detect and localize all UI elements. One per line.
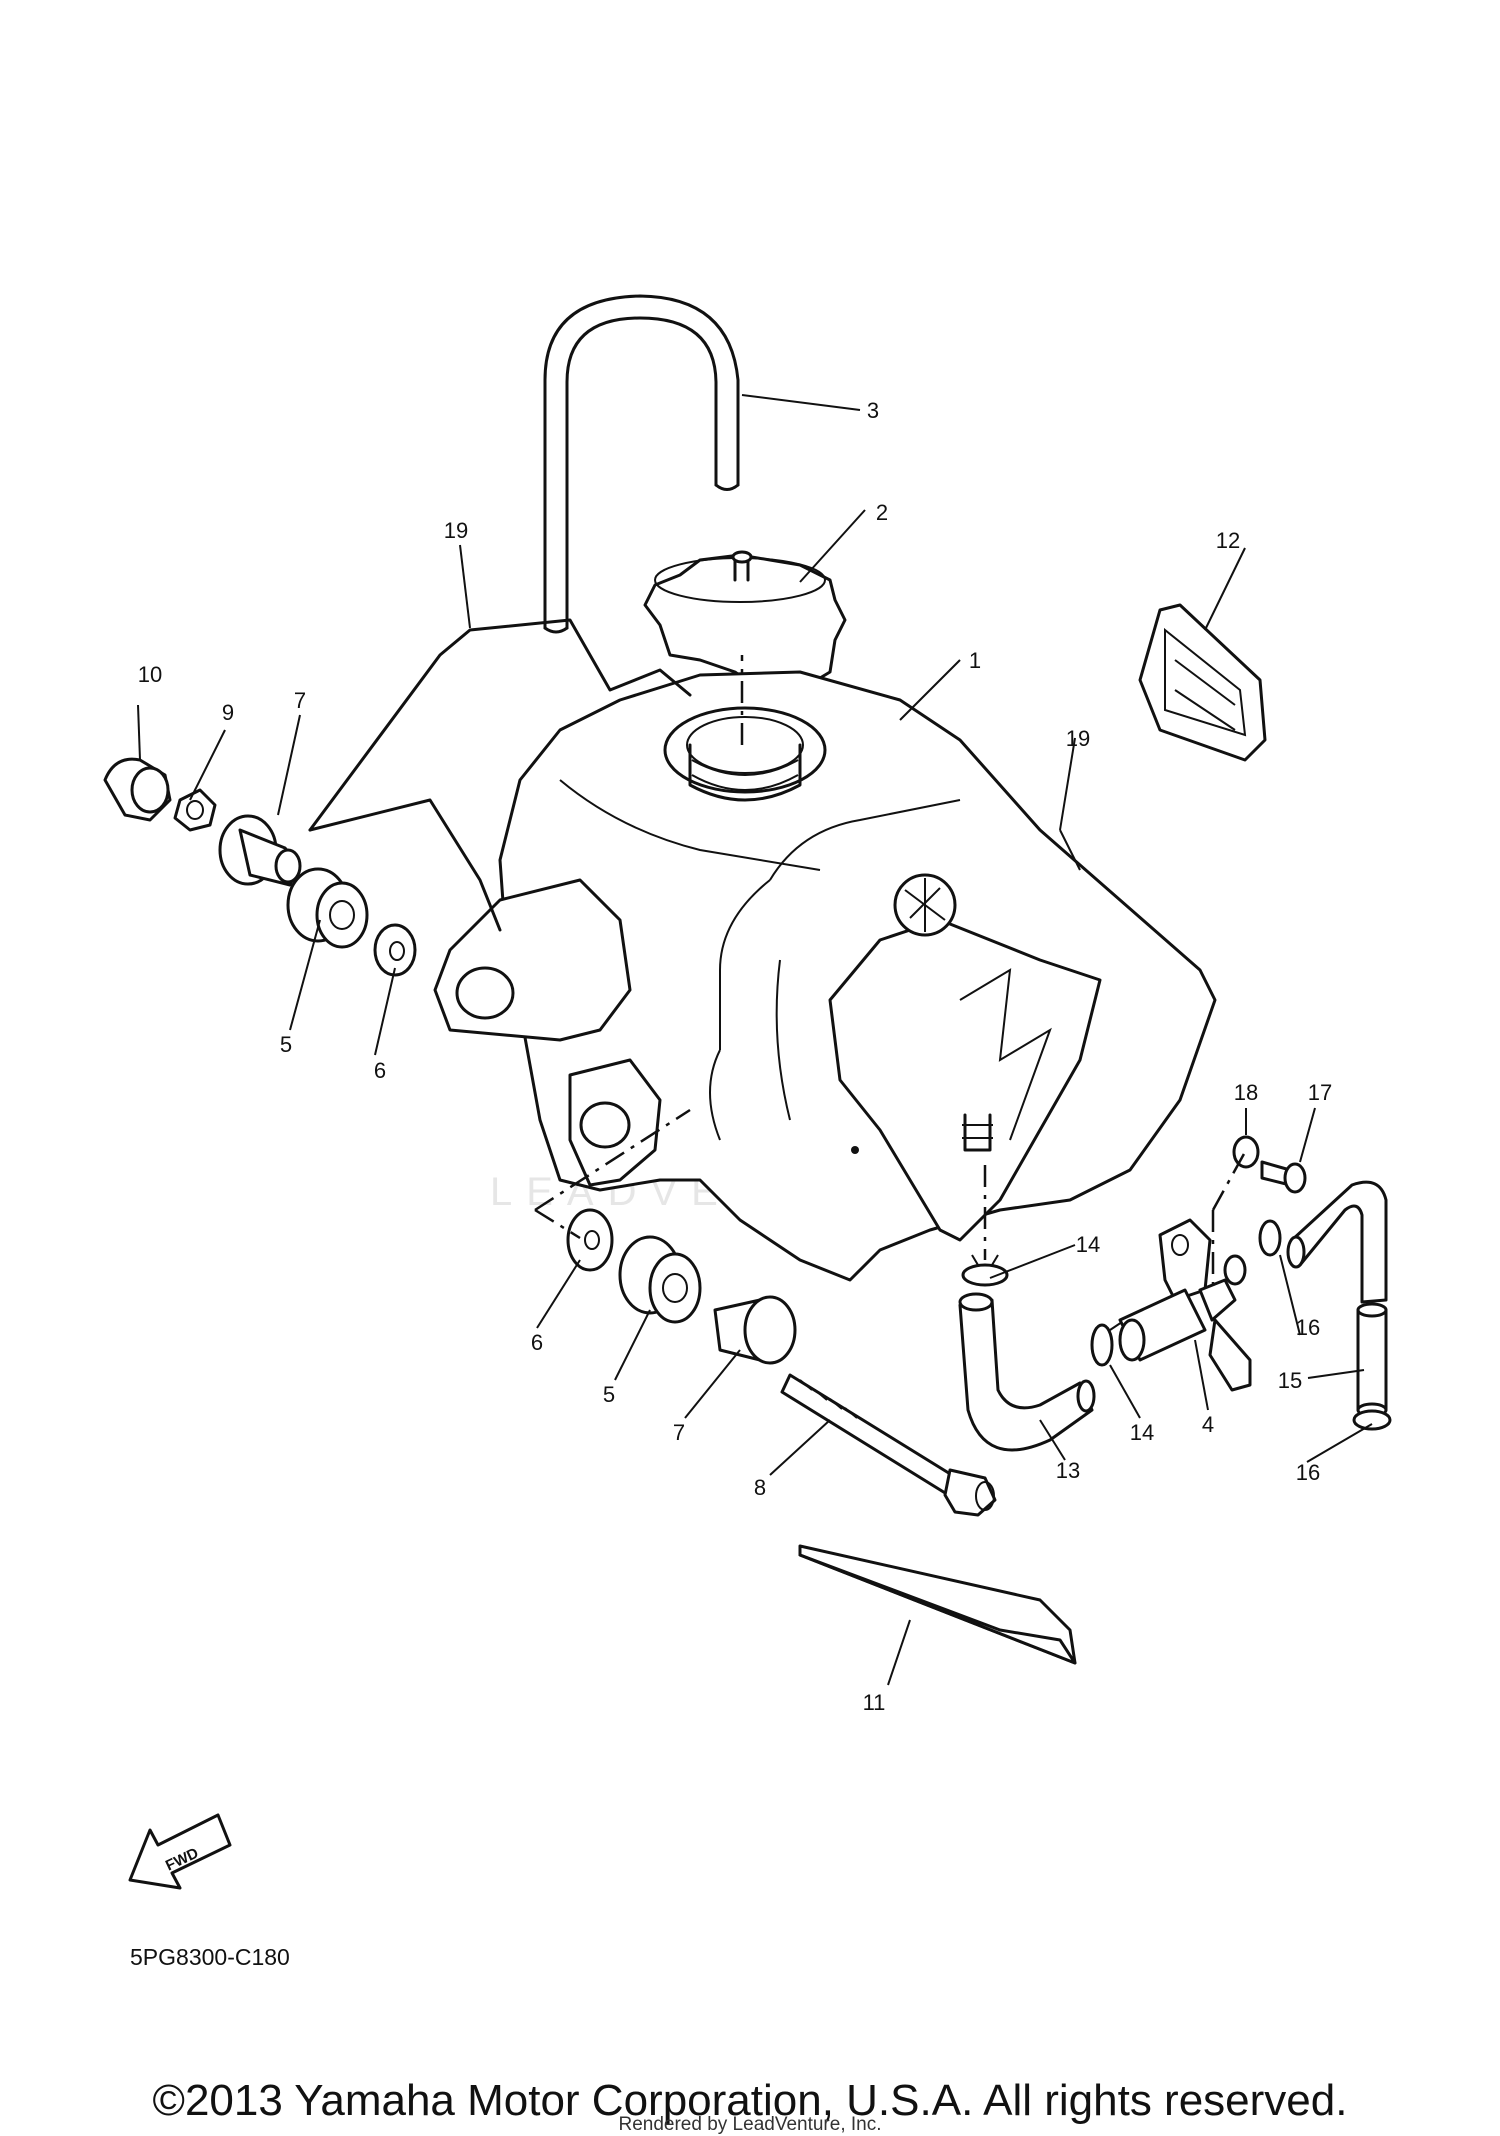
- callout-2: 2: [876, 500, 888, 525]
- washer-6a: [373, 923, 417, 977]
- leader-lines: [137, 394, 1373, 1686]
- callout-1: 1: [969, 648, 981, 673]
- fuel-hose: [958, 1292, 1096, 1452]
- tank-decal-left-lower: [308, 798, 502, 932]
- callout-4: 4: [1202, 1412, 1214, 1437]
- callouts: 1 2 3 4 5 5 6 6 7 7 8 9 10 11 12 13 14 1…: [138, 398, 1332, 1715]
- part-code: 5PG8300-C180: [130, 1944, 290, 1970]
- callout-10: 10: [138, 662, 162, 687]
- rendered-by-credit: Rendered by LeadVenture, Inc.: [618, 2114, 882, 2135]
- callout-17: 17: [1308, 1080, 1332, 1105]
- callout-16a: 16: [1296, 1315, 1320, 1340]
- left-mount-hardware: [103, 757, 417, 977]
- callout-16b: 16: [1296, 1460, 1320, 1485]
- callout-15: 15: [1278, 1368, 1302, 1393]
- hose-15: [1286, 1180, 1388, 1418]
- fuel-cock: [1118, 1218, 1252, 1392]
- fwd-arrow-icon: FWD: [128, 1813, 232, 1890]
- callout-6b: 6: [531, 1330, 543, 1355]
- cock-gasket: [1138, 603, 1267, 762]
- callout-5a: 5: [280, 1032, 292, 1057]
- copyright-notice: ©2013 Yamaha Motor Corporation, U.S.A. A…: [152, 2076, 1348, 2125]
- hose-clips-14: [961, 1254, 1123, 1367]
- breather-hose: [543, 294, 740, 634]
- tank-decal-left-outline: [308, 618, 692, 832]
- screw-17: [1260, 1160, 1307, 1194]
- washer-6b: [566, 1208, 614, 1272]
- callout-19b: 19: [1066, 726, 1090, 751]
- callout-14b: 14: [1130, 1420, 1154, 1445]
- nut-9: [173, 788, 217, 832]
- alignment-lines: [534, 655, 1247, 1290]
- callout-9: 9: [222, 700, 234, 725]
- fuel-cap: [643, 550, 847, 692]
- callout-3: 3: [867, 398, 879, 423]
- callout-7a: 7: [294, 688, 306, 713]
- tank-rubber-11b: [798, 1553, 1077, 1665]
- callout-5b: 5: [603, 1382, 615, 1407]
- fuel-tank: [433, 670, 1217, 1282]
- washer-18: [1232, 1135, 1260, 1169]
- callout-11: 11: [863, 1690, 886, 1715]
- callout-13: 13: [1056, 1458, 1080, 1483]
- callout-18: 18: [1234, 1080, 1258, 1105]
- callout-8: 8: [754, 1475, 766, 1500]
- callout-12: 12: [1216, 528, 1240, 553]
- callout-6a: 6: [374, 1058, 386, 1083]
- callout-7b: 7: [673, 1420, 685, 1445]
- callout-14a: 14: [1076, 1232, 1100, 1257]
- right-mount-hardware: [566, 1208, 997, 1517]
- callout-19a: 19: [444, 518, 468, 543]
- bolt-8: [780, 1373, 962, 1498]
- hose-clips-16: [1258, 1219, 1392, 1431]
